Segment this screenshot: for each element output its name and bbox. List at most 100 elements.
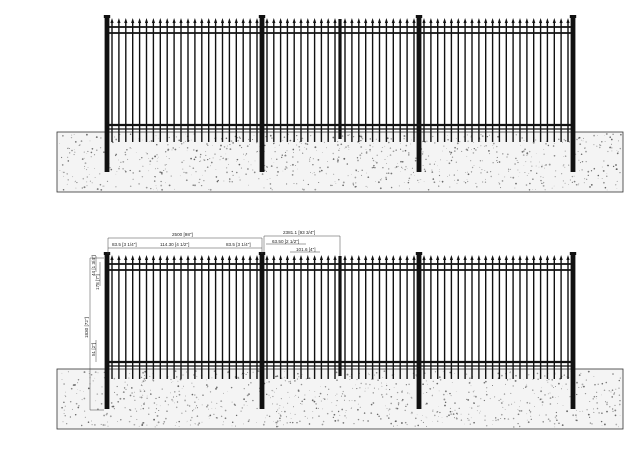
picket-spear-tip bbox=[539, 18, 543, 23]
gravel-speck bbox=[174, 148, 177, 151]
gravel-speck bbox=[100, 403, 103, 405]
picket-spear-tip bbox=[285, 18, 289, 23]
gravel-speck bbox=[408, 154, 410, 156]
ground-block bbox=[56, 368, 624, 430]
gravel-speck bbox=[139, 391, 141, 393]
gravel-speck bbox=[277, 420, 279, 422]
gravel-speck bbox=[312, 164, 314, 166]
gravel-speck bbox=[275, 421, 278, 424]
gravel-speck bbox=[360, 382, 362, 385]
gravel-speck bbox=[298, 376, 300, 378]
gravel-speck bbox=[312, 158, 314, 160]
gravel-speck bbox=[273, 162, 275, 163]
gravel-speck bbox=[170, 175, 172, 177]
gravel-speck bbox=[375, 138, 377, 140]
gravel-speck bbox=[61, 372, 63, 374]
gravel-speck bbox=[492, 424, 493, 425]
gravel-speck bbox=[554, 416, 556, 418]
gravel-speck bbox=[456, 142, 459, 145]
gravel-speck bbox=[593, 395, 596, 398]
gravel-speck bbox=[548, 378, 550, 381]
gravel-speck bbox=[341, 408, 344, 411]
gravel-speck bbox=[106, 421, 109, 423]
picket-spear-tip bbox=[248, 18, 252, 23]
gravel-speck bbox=[142, 422, 144, 424]
gravel-speck bbox=[163, 169, 165, 172]
gravel-speck bbox=[379, 187, 382, 190]
gravel-speck bbox=[266, 382, 268, 383]
gravel-speck bbox=[422, 415, 423, 416]
gravel-speck bbox=[580, 153, 583, 156]
gravel-speck bbox=[464, 182, 467, 184]
gravel-speck bbox=[91, 424, 93, 426]
gravel-speck bbox=[345, 146, 347, 148]
gravel-speck bbox=[338, 178, 340, 181]
picket-spear-tip bbox=[422, 255, 426, 260]
gravel-speck bbox=[156, 424, 158, 426]
gravel-speck bbox=[566, 410, 569, 413]
gravel-speck bbox=[61, 378, 63, 380]
gravel-speck bbox=[431, 171, 434, 173]
gravel-speck bbox=[115, 153, 118, 156]
gravel-speck bbox=[335, 404, 337, 406]
gravel-speck bbox=[479, 160, 482, 162]
gravel-speck bbox=[246, 168, 249, 170]
gravel-speck bbox=[357, 159, 359, 162]
gravel-speck bbox=[146, 153, 148, 155]
gravel-speck bbox=[425, 380, 427, 382]
gravel-speck bbox=[258, 178, 260, 180]
gravel-speck bbox=[544, 165, 546, 166]
gravel-speck bbox=[242, 153, 245, 155]
gravel-speck bbox=[153, 402, 156, 404]
gravel-speck bbox=[268, 415, 271, 418]
gravel-speck bbox=[241, 147, 243, 149]
elevation-view bbox=[56, 15, 624, 193]
gravel-speck bbox=[296, 144, 298, 146]
gravel-speck bbox=[516, 160, 518, 162]
gravel-speck bbox=[321, 169, 323, 172]
gravel-speck bbox=[427, 189, 430, 191]
gravel-speck bbox=[452, 411, 453, 413]
gravel-speck bbox=[297, 139, 299, 140]
gravel-speck bbox=[95, 136, 98, 139]
gravel-speck bbox=[576, 410, 578, 411]
gravel-speck bbox=[471, 172, 472, 173]
gravel-speck bbox=[575, 414, 577, 416]
gravel-speck bbox=[549, 397, 552, 399]
gravel-speck bbox=[88, 373, 90, 374]
gravel-speck bbox=[347, 175, 349, 177]
gravel-speck bbox=[562, 165, 564, 167]
gravel-speck bbox=[422, 151, 424, 153]
gravel-speck bbox=[174, 424, 176, 426]
gravel-speck bbox=[142, 380, 145, 383]
gravel-speck bbox=[178, 426, 180, 427]
gravel-speck bbox=[156, 160, 158, 162]
gravel-speck bbox=[466, 398, 468, 400]
gravel-speck bbox=[198, 422, 201, 425]
picket-spear-tip bbox=[333, 255, 337, 260]
gravel-speck bbox=[248, 138, 249, 140]
gravel-speck bbox=[304, 142, 307, 145]
gravel-speck bbox=[475, 182, 477, 184]
gravel-speck bbox=[401, 391, 403, 393]
gravel-speck bbox=[243, 398, 245, 401]
gravel-speck bbox=[207, 144, 209, 146]
gravel-speck bbox=[124, 170, 126, 172]
gravel-speck bbox=[536, 372, 539, 375]
gravel-speck bbox=[74, 383, 76, 386]
gravel-speck bbox=[529, 182, 531, 185]
gravel-speck bbox=[515, 182, 517, 185]
gravel-speck bbox=[331, 410, 333, 413]
picket-spear-tip bbox=[193, 18, 197, 23]
gravel-speck bbox=[277, 425, 279, 427]
gravel-speck bbox=[298, 145, 301, 148]
fence-post bbox=[259, 254, 265, 409]
gravel-speck bbox=[157, 421, 160, 424]
picket-spear-tip bbox=[255, 18, 259, 23]
gravel-speck bbox=[369, 383, 371, 386]
gravel-speck bbox=[514, 187, 516, 189]
gravel-speck bbox=[365, 387, 366, 389]
gravel-speck bbox=[356, 388, 358, 390]
gravel-speck bbox=[289, 139, 292, 142]
gravel-speck bbox=[276, 411, 278, 413]
